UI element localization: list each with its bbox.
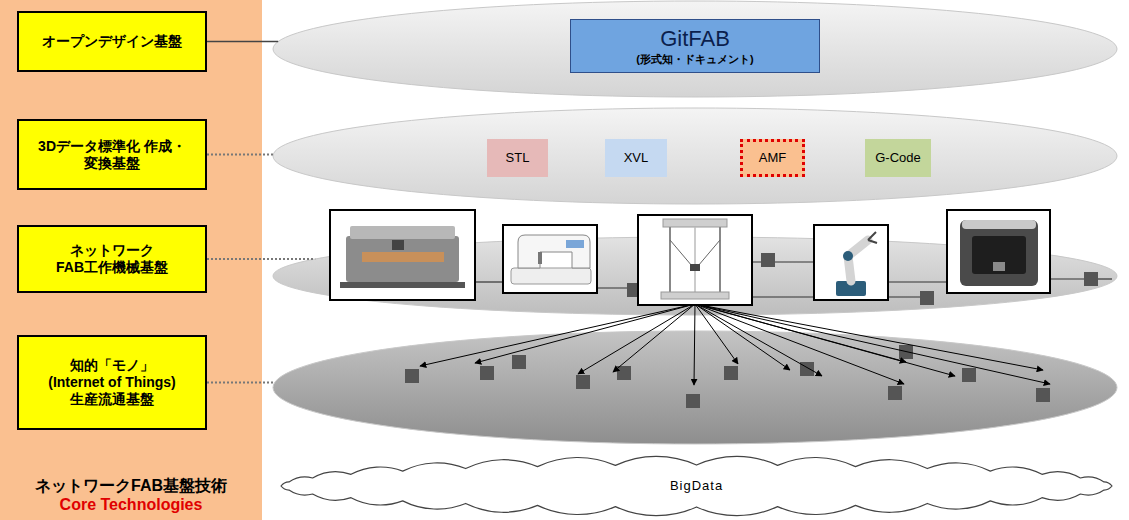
node-label: 知的「モノ」 (Internet of Things) 生産流通基盤	[42, 357, 182, 407]
robot-arm-picture	[843, 251, 853, 261]
sewing-machine-picture	[511, 268, 591, 284]
3d-printer-picture	[993, 262, 1005, 271]
bigdata-cloud: BigData	[275, 455, 1118, 517]
delta-printer-picture	[719, 227, 721, 292]
dotted-connector	[207, 154, 273, 156]
node-label: XVL	[624, 150, 649, 166]
network-line	[1050, 278, 1084, 279]
node-square	[920, 291, 934, 305]
delta-printer-picture	[698, 240, 720, 266]
delta-printer-picture	[694, 227, 696, 292]
band-ellipse	[272, 330, 1118, 445]
panel-caption: Core Technologies	[60, 495, 203, 514]
node-label: オープンデザイン基盤	[42, 33, 182, 50]
laser-cutter-picture	[350, 226, 455, 239]
sewing-machine-picture	[518, 235, 590, 268]
3d-printer-picture	[962, 220, 1036, 229]
format-box: AMF	[740, 139, 805, 177]
network-line	[1098, 278, 1112, 279]
3d-printer-picture	[960, 220, 1038, 286]
3d-printer-picture	[947, 210, 1050, 293]
format-box: XVL	[605, 139, 667, 177]
node-square	[1036, 388, 1050, 402]
node-square	[1084, 272, 1098, 286]
layer-label-box: 知的「モノ」 (Internet of Things) 生産流通基盤	[17, 335, 207, 430]
delta-printer-picture	[638, 215, 752, 305]
sewing-machine-picture	[503, 225, 597, 293]
format-box: G-Code	[865, 139, 931, 177]
sewing-machine-picture	[538, 252, 542, 264]
node-square	[761, 253, 775, 267]
format-box: STL	[487, 139, 548, 177]
cloud-outline	[281, 456, 1112, 515]
layer-band	[272, 330, 1118, 445]
sewing-machine-picture	[566, 240, 584, 248]
laser-cutter-picture	[392, 240, 404, 250]
panel-caption: ネットワークFAB基盤技術	[35, 476, 227, 495]
robot-arm-picture	[814, 225, 888, 300]
node-square	[617, 366, 631, 380]
3d-printer-picture	[947, 210, 1050, 293]
node-square	[512, 355, 526, 369]
node-square	[576, 375, 590, 389]
laser-cutter-picture	[330, 210, 475, 300]
layer-label-box: ネットワーク FAB工作機械基盤	[17, 225, 207, 293]
node-label: ネットワーク FAB工作機械基盤	[37, 242, 187, 276]
layer-label-box: オープンデザイン基盤	[17, 11, 207, 72]
layer-band: GitFAB(形式知・ドキュメント)	[272, 0, 1118, 98]
delta-printer-picture	[661, 292, 729, 299]
band-ellipse	[273, 1, 1117, 97]
node-square	[888, 386, 902, 400]
delta-printer-picture	[690, 264, 700, 271]
delta-printer-picture	[669, 227, 671, 292]
node-label: AMF	[759, 150, 786, 166]
layer-band: STL XVL AMF G-Code	[272, 107, 1118, 205]
network-line	[888, 281, 947, 282]
delta-printer-picture	[638, 215, 752, 305]
band-ellipse	[273, 108, 1117, 204]
band-ellipse	[273, 331, 1117, 444]
delta-printer-picture	[670, 240, 692, 266]
robot-arm-picture	[814, 225, 888, 300]
band-ellipse	[272, 236, 1118, 316]
layer-band	[272, 236, 1118, 316]
node-square	[480, 366, 494, 380]
laser-cutter-picture	[330, 210, 475, 300]
node-square	[962, 368, 976, 382]
laser-cutter-picture	[346, 236, 459, 282]
repository-box: GitFAB(形式知・ドキュメント)	[570, 19, 820, 73]
node-square	[686, 394, 700, 408]
node-label: GitFAB	[660, 26, 730, 52]
band-ellipse	[272, 107, 1118, 205]
core-technology-panel: ネットワークFAB基盤技術Core Technologies オープンデザイン基盤…	[0, 0, 262, 520]
node-label: (形式知・ドキュメント)	[636, 53, 753, 66]
sewing-machine-picture	[503, 225, 597, 293]
network-line	[475, 281, 503, 282]
band-ellipse	[273, 237, 1117, 315]
layer-label-box: 3Dデータ標準化 作成・変換基盤	[17, 119, 207, 190]
solid-connector	[207, 41, 278, 43]
node-square	[800, 362, 814, 376]
node-square	[724, 366, 738, 380]
node-label: G-Code	[875, 150, 921, 166]
node-label: STL	[506, 150, 530, 166]
robot-arm-picture	[868, 232, 877, 243]
laser-cutter-picture	[340, 282, 465, 288]
node-label: 3Dデータ標準化 作成・変換基盤	[37, 138, 187, 172]
laser-cutter-picture	[362, 252, 444, 262]
delta-printer-picture	[663, 219, 727, 227]
robot-arm-picture	[848, 240, 868, 281]
node-square	[405, 369, 419, 383]
3d-printer-picture	[972, 236, 1026, 274]
node-label: BigData	[670, 478, 723, 494]
